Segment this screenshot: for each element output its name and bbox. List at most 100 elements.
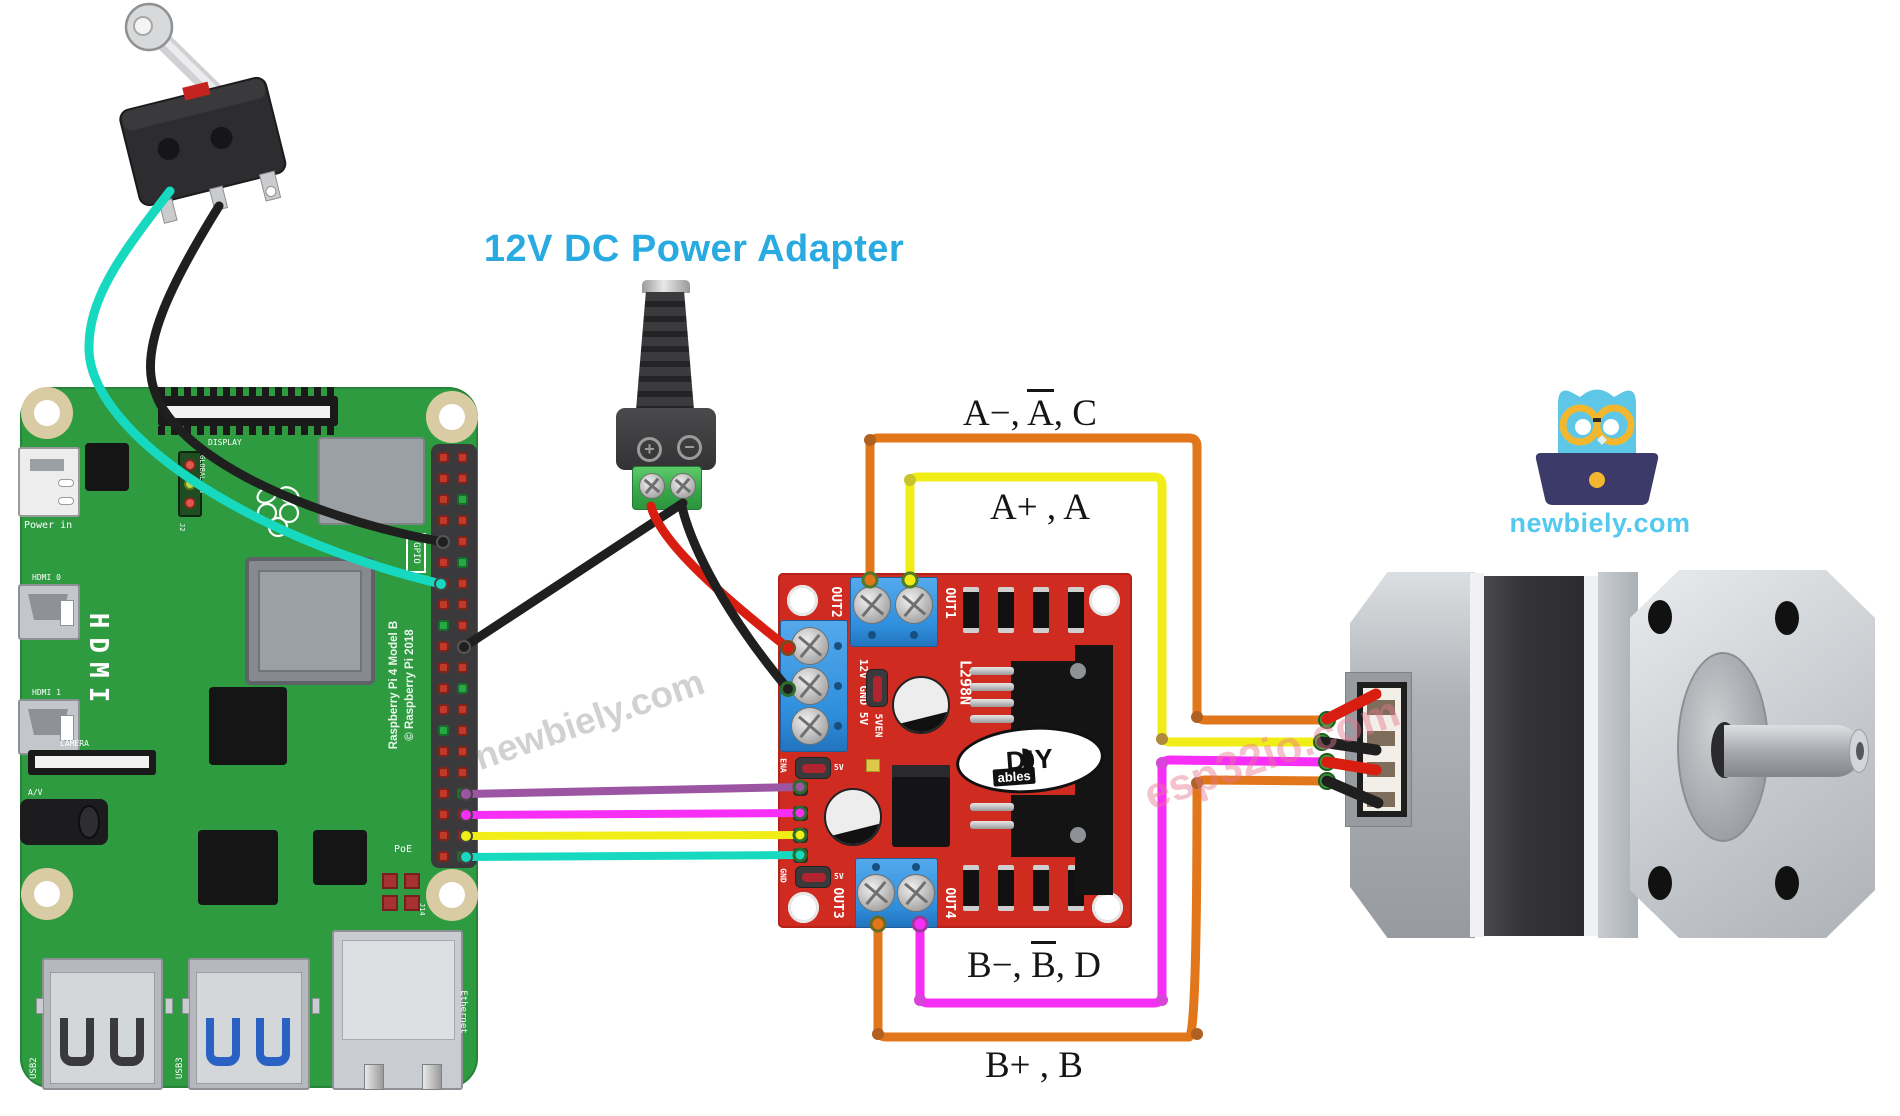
wire-in4-cyan: [462, 851, 804, 861]
gpio-pin: [457, 599, 468, 610]
terminal-screw: [791, 627, 829, 665]
dc-power-adapter: + −: [610, 280, 722, 512]
chip: [209, 687, 287, 765]
ram-chip: [318, 437, 425, 525]
brand-logo: newbiely.com: [1500, 380, 1700, 545]
display-connector-tab: [166, 406, 330, 418]
motor-bolt-hole: [1775, 601, 1799, 635]
terminal-screw: [670, 473, 696, 499]
gpio-pin: [457, 557, 468, 568]
wire-in1-purple: [462, 783, 804, 798]
mount-hole: [426, 869, 478, 921]
poe-label: PoE: [394, 844, 413, 855]
wire-gnd-black: [677, 502, 793, 694]
power-in-port: [18, 447, 80, 517]
terminal-screw: [897, 874, 935, 912]
stepper-motor: [1345, 570, 1880, 942]
gpio-pin: [457, 452, 468, 463]
motor-wire-black: [1321, 775, 1384, 809]
mount-hole: [21, 387, 73, 439]
mount-hole: [21, 868, 73, 920]
wire-in3-yellow: [462, 831, 804, 840]
gpio-pin: [457, 746, 468, 757]
display-connector: [158, 426, 338, 435]
hdmi1-label: HDMI 1: [32, 688, 61, 697]
led-red: [184, 497, 196, 509]
usb2-port: [36, 958, 173, 1090]
gpio-pin: [438, 494, 449, 505]
regulator: [892, 777, 950, 847]
gpio-pin: [438, 746, 449, 757]
adapter-title: 12V DC Power Adapter: [483, 228, 905, 270]
poe-header: [382, 873, 422, 913]
terminal-screw: [857, 874, 895, 912]
gpio-pin: [457, 725, 468, 736]
gpio-pin: [438, 704, 449, 715]
gpio-pin: [438, 767, 449, 778]
wire-terminal-dots: [434, 535, 929, 933]
camera-connector: [28, 750, 156, 775]
plug-tip: [642, 280, 690, 293]
gpio-pin: [438, 830, 449, 841]
wire-switch-cyan: [84, 186, 446, 589]
ena-jumper: [795, 757, 831, 779]
gpio-pin: [438, 662, 449, 673]
motor-bolt-hole: [1775, 866, 1799, 900]
gpio-pin: [438, 515, 449, 526]
label-phase-b-inner: B−, B, D: [934, 941, 1134, 987]
av-label: A/V: [28, 788, 43, 797]
l298n-driver-board: OUT2 OUT1 12V GND 5V 5VEN L298N: [778, 573, 1132, 928]
gpio-pin: [438, 683, 449, 694]
gpio-pin: [457, 662, 468, 673]
limit-switch: [119, 2, 287, 224]
gpio-pin: [457, 683, 468, 694]
wire-corner-dots: [864, 434, 1203, 1040]
gpio-pin: [438, 452, 449, 463]
hdmi0-port: [18, 584, 80, 640]
label-phase-b-outer: B+ , B: [985, 1045, 1083, 1086]
display-label: DISPLAY: [208, 438, 242, 447]
chip: [313, 830, 367, 885]
mount-hole: [1089, 585, 1120, 616]
gpio-pin: [457, 494, 468, 505]
hdmi0-label: HDMI 0: [32, 573, 61, 582]
gpio-pin: [457, 704, 468, 715]
gpio-pin: [438, 641, 449, 652]
l298-heatsink: [1011, 795, 1097, 857]
chip: [85, 443, 129, 491]
motor-wire-red: [1321, 756, 1382, 776]
gpio-pin: [457, 620, 468, 631]
gpio-pin: [457, 536, 468, 547]
brand-site: newbiely.com: [1509, 508, 1691, 538]
hdmi1-port: [18, 699, 80, 755]
chip: [198, 830, 278, 905]
terminal-screw: [639, 473, 665, 499]
enb-jumper: [795, 866, 831, 888]
gpio-pin: [438, 599, 449, 610]
gpio-pin: [457, 473, 468, 484]
motor-shaft: [1724, 725, 1862, 777]
motor-stator: [1484, 576, 1584, 936]
plus-mark: +: [637, 437, 662, 462]
gpio-pin: [457, 578, 468, 589]
plug-barrel: [636, 292, 694, 410]
gpio-pin: [438, 725, 449, 736]
power-led: [866, 759, 880, 772]
camera-label: CAMERA: [60, 739, 89, 748]
motor-bolt-hole: [1648, 600, 1672, 634]
motor-wire-red: [1321, 688, 1382, 725]
gpio-pin: [438, 788, 449, 799]
terminal-screw: [791, 707, 829, 745]
label-phase-a-inner: A+ , A: [989, 487, 1090, 528]
led-red: [184, 459, 196, 471]
gpio-pin: [438, 809, 449, 820]
ethernet-port: [332, 930, 463, 1090]
gpio-pin: [438, 620, 449, 631]
terminal-screw: [791, 667, 829, 705]
motor-bolt-hole: [1648, 866, 1672, 900]
mount-hole: [788, 892, 819, 923]
display-connector: [158, 387, 338, 397]
capacitor: [824, 788, 882, 846]
